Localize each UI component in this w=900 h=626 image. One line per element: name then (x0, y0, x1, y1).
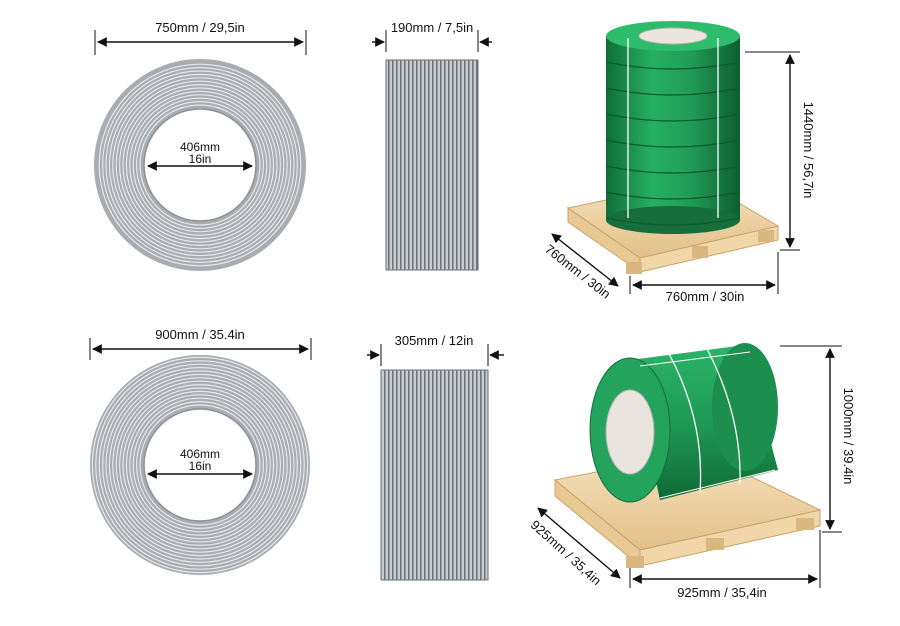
pallet-height-label-1: 1440mm / 56,7in (801, 102, 816, 199)
outer-diameter-label-2: 900mm / 35.4in (155, 327, 245, 342)
coil-ring (139, 104, 261, 226)
coil-ring (129, 394, 271, 536)
coil-ring (101, 367, 299, 564)
pallet-coil-illustration-2 (553, 343, 822, 568)
coil-band-line (605, 217, 741, 226)
coil-ring (105, 70, 295, 260)
coil-band-line (605, 139, 741, 148)
inner-diameter-dimension-1: 406mm 16in (147, 140, 253, 171)
coil-band-line (605, 191, 741, 200)
outer-diameter-dimension-1: 750mm / 29,5in (94, 20, 307, 55)
coil-ring (98, 363, 302, 567)
coil-ring (108, 373, 292, 557)
pallet-width-dimension-1: 760mm / 30in (629, 252, 779, 304)
coil-band-line (605, 87, 741, 96)
coil-front-view-2 (90, 355, 310, 575)
coil-width-label-1: 190mm / 7,5in (391, 20, 473, 35)
coil-ring (132, 97, 268, 233)
outer-diameter-dimension-2: 900mm / 35.4in (89, 327, 312, 360)
coil-width-dimension-1: 190mm / 7,5in (372, 20, 492, 52)
coil-ring (125, 390, 275, 540)
coil-ring (136, 401, 265, 530)
coil-ring (112, 377, 288, 553)
coil-ring (112, 77, 288, 253)
pallet-height-dimension-2: 1000mm / 39.4in (780, 345, 856, 533)
inner-diameter-in-1: 16in (189, 152, 212, 166)
pallet-height-dimension-1: 1440mm / 56,7in (745, 51, 816, 251)
pallet-height-label-2: 1000mm / 39.4in (841, 388, 856, 485)
pallet-width-label-2: 925mm / 35,4in (677, 585, 767, 600)
coil-ring (139, 404, 261, 526)
inner-diameter-dimension-2: 406mm 16in (147, 447, 253, 479)
coil-width-label-2: 305mm / 12in (395, 333, 474, 348)
coil-ring (95, 360, 305, 570)
coil-band-line (605, 113, 741, 122)
outer-diameter-label-1: 750mm / 29,5in (155, 20, 245, 35)
coil-ring (98, 63, 302, 267)
coil-ring (136, 100, 265, 230)
coil-ring (132, 397, 268, 533)
coil-ring (118, 384, 282, 547)
coil-band-line (605, 61, 741, 70)
coil-band-line (605, 165, 741, 174)
coil-ring (125, 90, 275, 240)
inner-diameter-mm-1: 406mm (180, 140, 220, 154)
coil-ring (122, 87, 278, 243)
coil-ring (105, 370, 295, 560)
coil-ring (108, 73, 292, 257)
inner-diameter-mm-2: 406mm (180, 447, 220, 461)
coil-ring (91, 356, 309, 574)
coil-ring (122, 387, 278, 543)
coil-ring (129, 94, 271, 236)
coil-side-view-2 (380, 369, 489, 581)
coil-width-dimension-2: 305mm / 12in (367, 333, 504, 366)
coil-ring (115, 380, 285, 550)
coil-ring (101, 66, 299, 264)
pallet-width-dimension-2: 925mm / 35,4in (629, 530, 821, 600)
inner-diameter-in-2: 16in (189, 459, 212, 473)
coil-ring (115, 80, 285, 250)
pallet-width-label-1: 760mm / 30in (666, 289, 745, 304)
coil-ring (118, 83, 282, 247)
coil-side-view-1 (385, 59, 479, 271)
pallet-depth-label-1: 760mm / 30in (542, 241, 613, 301)
pallet-stack-illustration-1 (566, 21, 780, 274)
